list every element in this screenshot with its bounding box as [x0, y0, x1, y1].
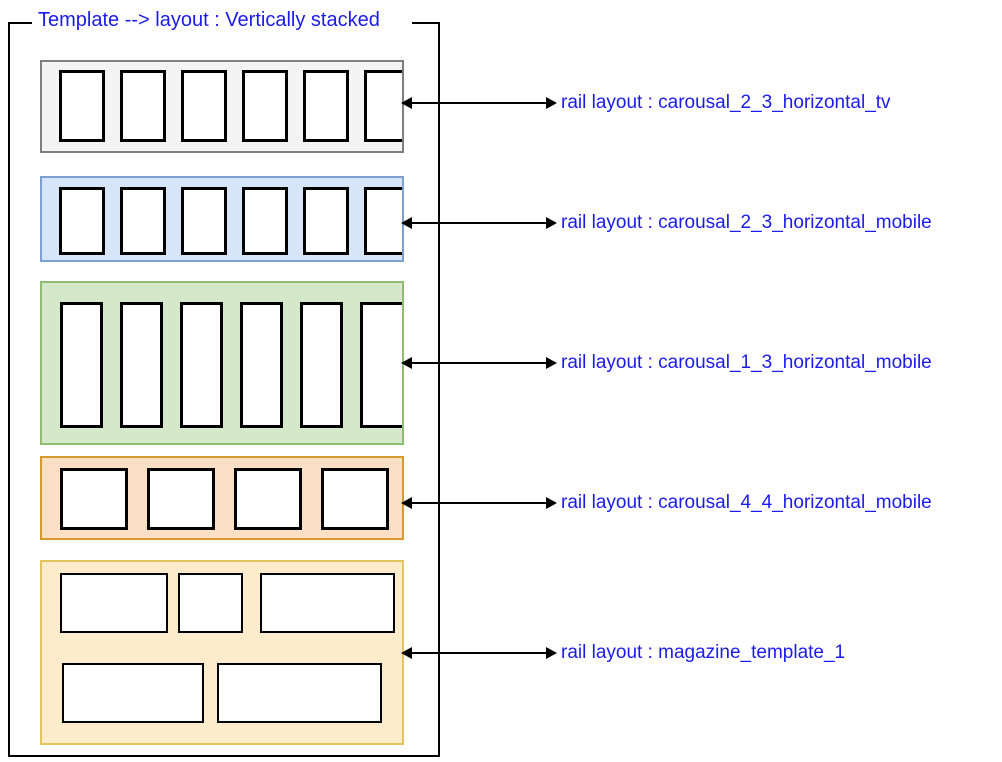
rail-card[interactable]: [303, 70, 349, 142]
rail-card[interactable]: [300, 302, 343, 428]
rail-label-value: carousal_4_4_horizontal_mobile: [658, 492, 932, 513]
rail-card[interactable]: [234, 468, 302, 530]
rail-label-value: carousal_2_3_horizontal_tv: [658, 92, 891, 113]
rail-label-prefix: rail layout :: [561, 212, 659, 233]
rail-cards-container: [42, 562, 402, 743]
connector-line-rail-4: [412, 652, 552, 654]
rail-carousal-2-3-horizontal-tv[interactable]: [40, 60, 404, 153]
rail-card[interactable]: [120, 70, 166, 142]
rail-card[interactable]: [120, 187, 166, 255]
rail-card[interactable]: [181, 70, 227, 142]
arrow-head-right-rail-3: [546, 497, 557, 509]
rail-cards-container: [42, 178, 402, 260]
rail-card[interactable]: [147, 468, 215, 530]
magazine-card-top-right[interactable]: [260, 573, 395, 633]
rail-card[interactable]: [364, 187, 402, 255]
rail-card[interactable]: [181, 187, 227, 255]
rail-carousal-4-4-horizontal-mobile[interactable]: [40, 456, 404, 540]
rail-label-prefix: rail layout :: [561, 642, 659, 663]
rail-cards-container: [42, 458, 402, 538]
arrow-head-left-rail-4: [401, 647, 412, 659]
arrow-head-left-rail-2: [401, 357, 412, 369]
rail-label-rail-2: rail layout : carousal_1_3_horizontal_mo…: [561, 353, 932, 372]
arrow-head-right-rail-4: [546, 647, 557, 659]
connector-line-rail-1: [412, 222, 552, 224]
rail-label-prefix: rail layout :: [561, 92, 659, 113]
magazine-card-top-left[interactable]: [60, 573, 168, 633]
rail-cards-container: [42, 283, 402, 443]
rail-card[interactable]: [242, 70, 288, 142]
rail-label-value: carousal_1_3_horizontal_mobile: [658, 352, 932, 373]
rail-card[interactable]: [60, 468, 128, 530]
magazine-card-bottom-left[interactable]: [62, 663, 204, 723]
connector-line-rail-2: [412, 362, 552, 364]
arrow-head-right-rail-0: [546, 97, 557, 109]
rail-cards-container: [42, 62, 402, 151]
connector-line-rail-3: [412, 502, 552, 504]
rail-magazine-template-1[interactable]: [40, 560, 404, 745]
rail-card[interactable]: [180, 302, 223, 428]
rail-card[interactable]: [59, 70, 105, 142]
arrow-head-left-rail-0: [401, 97, 412, 109]
magazine-card-top-mid[interactable]: [178, 573, 243, 633]
arrow-head-left-rail-3: [401, 497, 412, 509]
connector-line-rail-0: [412, 102, 552, 104]
rail-label-rail-4: rail layout : magazine_template_1: [561, 643, 845, 662]
rail-card[interactable]: [240, 302, 283, 428]
rail-card[interactable]: [303, 187, 349, 255]
rail-carousal-2-3-horizontal-mobile[interactable]: [40, 176, 404, 262]
rail-label-rail-1: rail layout : carousal_2_3_horizontal_mo…: [561, 213, 932, 232]
rail-label-rail-3: rail layout : carousal_4_4_horizontal_mo…: [561, 493, 932, 512]
rail-label-value: carousal_2_3_horizontal_mobile: [658, 212, 932, 233]
arrow-head-right-rail-1: [546, 217, 557, 229]
rail-card[interactable]: [321, 468, 389, 530]
rail-card[interactable]: [120, 302, 163, 428]
rail-carousal-1-3-horizontal-mobile[interactable]: [40, 281, 404, 445]
magazine-card-bottom-right[interactable]: [217, 663, 382, 723]
rail-card[interactable]: [360, 302, 402, 428]
rail-card[interactable]: [60, 302, 103, 428]
rail-label-prefix: rail layout :: [561, 352, 659, 373]
arrow-head-right-rail-2: [546, 357, 557, 369]
template-title: Template --> layout : Vertically stacked: [34, 6, 384, 34]
rail-card[interactable]: [242, 187, 288, 255]
rail-card[interactable]: [59, 187, 105, 255]
rail-label-rail-0: rail layout : carousal_2_3_horizontal_tv: [561, 93, 891, 112]
rail-card[interactable]: [364, 70, 402, 142]
rail-label-value: magazine_template_1: [658, 642, 846, 663]
rail-label-prefix: rail layout :: [561, 492, 659, 513]
arrow-head-left-rail-1: [401, 217, 412, 229]
